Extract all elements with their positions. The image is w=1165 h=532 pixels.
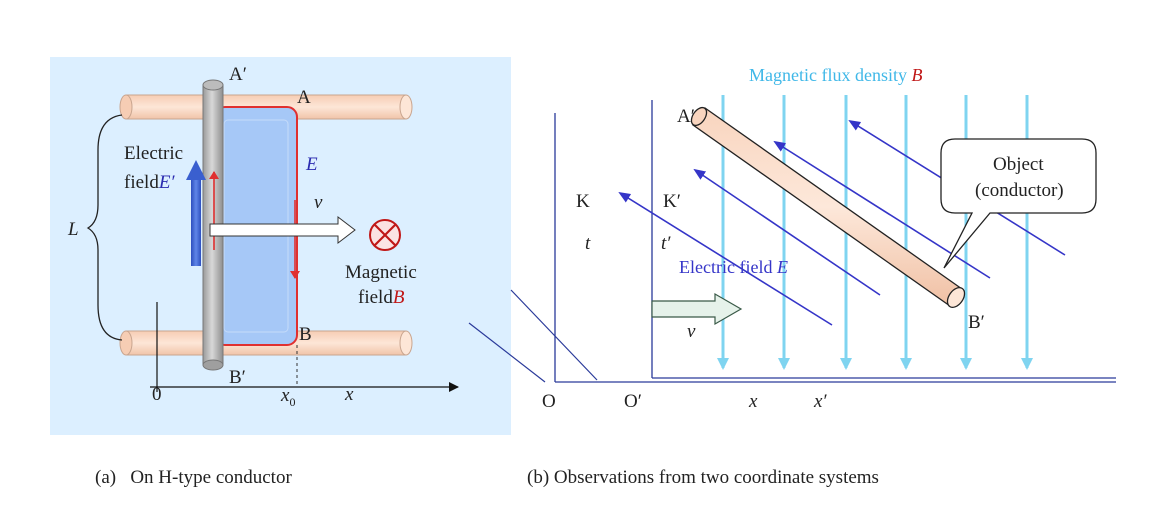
x0-label: x0 (280, 385, 295, 409)
velocity-symbol-b: v (687, 321, 696, 342)
length-symbol: L (67, 219, 79, 240)
velocity-symbol: v (314, 192, 323, 213)
axis-x-prime-label: x′ (813, 391, 827, 412)
magnetic-field-label-line1: Magnetic (345, 262, 417, 283)
e-symbol: E (305, 154, 318, 175)
flux-density-label: Magnetic flux density B (749, 65, 922, 85)
x-axis-label: x (344, 384, 354, 405)
electric-field-arrow (186, 160, 206, 266)
caption-b: (b) Observations from two coordinate sys… (527, 467, 879, 488)
electric-field-label-b: Electric field E (679, 257, 788, 277)
label-b: B (299, 324, 312, 345)
electric-field-label-line1: Electric (124, 143, 183, 164)
magnetic-field-into-page-icon (369, 219, 401, 251)
object-callout (940, 138, 1097, 269)
velocity-arrow (209, 215, 356, 245)
caption-a: (a) On H-type conductor (95, 467, 292, 488)
perspective-line-1 (510, 289, 598, 381)
origin-o-prime-label: O′ (624, 391, 642, 412)
callout-line2: (conductor) (975, 180, 1064, 201)
frame-k-prime-label: K′ (663, 191, 681, 212)
label-a-prime-b: A′ (677, 106, 695, 127)
label-a: A (297, 87, 311, 108)
time-t-prime-label: t′ (661, 233, 671, 254)
frame-k-label: K (576, 191, 590, 212)
label-a-prime: A′ (229, 64, 247, 85)
perspective-line-2 (468, 322, 546, 383)
electric-field-label-line2: fieldE′ (124, 172, 175, 193)
magnetic-field-label-line2: fieldB (358, 287, 405, 308)
origin-o-label: O (542, 391, 556, 412)
axis-x-label: x (748, 391, 758, 412)
label-b-prime-b: B′ (968, 312, 985, 333)
panel-a: A′ A B B′ Electric fieldE′ E v L Magneti… (50, 57, 511, 435)
conductor-cylinder (690, 106, 966, 309)
origin-label: 0 (152, 384, 162, 405)
time-t-label: t (585, 233, 591, 254)
velocity-arrow-b (651, 292, 743, 326)
panel-b: Object (conductor) Magnetic flux density… (468, 65, 1116, 412)
callout-line1: Object (993, 154, 1044, 175)
length-brace (86, 114, 123, 341)
label-b-prime: B′ (229, 367, 246, 388)
